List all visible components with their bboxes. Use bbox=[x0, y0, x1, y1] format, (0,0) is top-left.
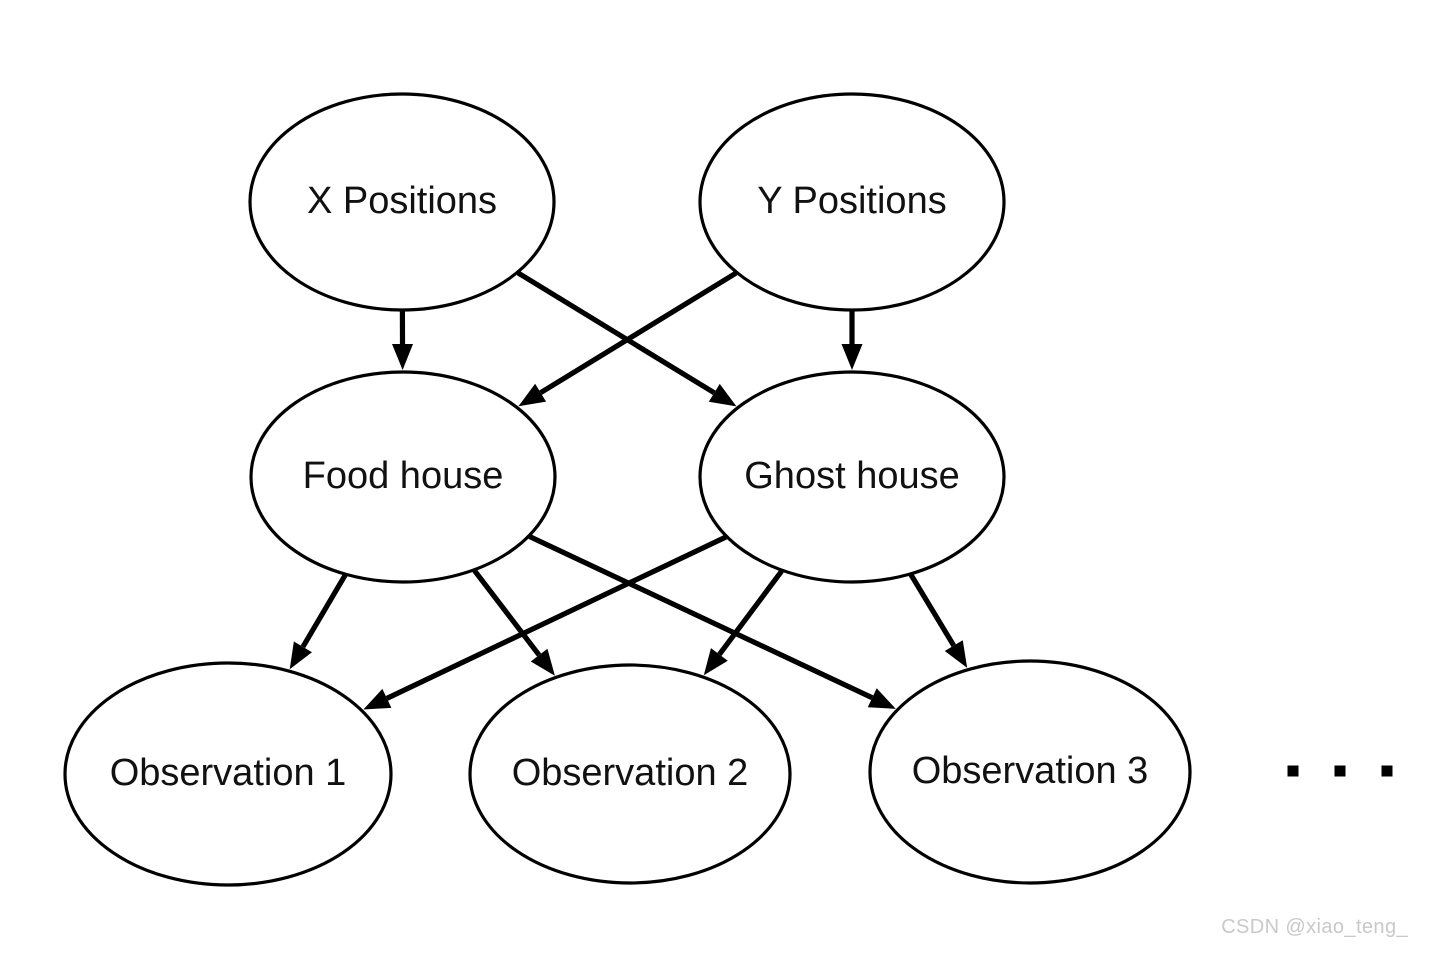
node-y_positions[interactable]: Y Positions bbox=[698, 92, 1006, 312]
edge-ghost_house-to-observation2 bbox=[703, 569, 784, 676]
edge-ghost_house-to-observation1 bbox=[363, 534, 728, 710]
edge-y_positions-to-ghost_house bbox=[841, 311, 863, 370]
edge-x_positions-to-ghost_house bbox=[516, 270, 737, 407]
edge-y_positions-to-food_house bbox=[518, 270, 738, 407]
ellipsis-dot-1 bbox=[1287, 765, 1299, 777]
ellipsis-group bbox=[1287, 765, 1393, 777]
arrow-head-icon bbox=[518, 383, 547, 407]
node-observation1[interactable]: Observation 1 bbox=[63, 661, 393, 887]
edge-line bbox=[300, 573, 348, 649]
arrow-head-icon bbox=[703, 648, 728, 676]
node-x_positions[interactable]: X Positions bbox=[248, 92, 556, 312]
arrow-head-icon bbox=[841, 344, 863, 370]
edge-line bbox=[516, 270, 716, 396]
arrow-head-icon bbox=[363, 688, 392, 710]
watermark-text: CSDN @xiao_teng_ bbox=[1221, 916, 1408, 938]
node-shape bbox=[63, 661, 393, 887]
edge-line bbox=[385, 534, 728, 701]
edge-ghost_house-to-observation3 bbox=[908, 573, 968, 668]
node-label: Y Positions bbox=[757, 180, 946, 222]
edge-x_positions-to-food_house bbox=[392, 310, 414, 370]
node-food_house[interactable]: Food house bbox=[249, 370, 557, 584]
node-label: Observation 3 bbox=[912, 750, 1149, 792]
ellipsis-dot-3 bbox=[1381, 765, 1393, 777]
node-shape bbox=[468, 663, 792, 885]
node-shape bbox=[698, 370, 1006, 584]
edge-line bbox=[539, 270, 738, 395]
node-label: X Positions bbox=[307, 180, 497, 222]
node-label: Observation 1 bbox=[110, 752, 347, 794]
node-label: Ghost house bbox=[744, 455, 959, 497]
node-ghost_house[interactable]: Ghost house bbox=[698, 370, 1006, 584]
edge-food_house-to-observation2 bbox=[472, 569, 555, 676]
node-observation3[interactable]: Observation 3 bbox=[868, 659, 1192, 885]
edge-line bbox=[472, 569, 542, 657]
arrow-head-icon bbox=[289, 641, 312, 670]
node-shape bbox=[868, 659, 1192, 885]
edge-food_house-to-observation1 bbox=[289, 573, 348, 670]
arrow-head-icon bbox=[944, 640, 968, 668]
edges-layer bbox=[289, 270, 968, 710]
edge-line bbox=[908, 573, 956, 647]
arrow-head-icon bbox=[392, 343, 414, 370]
arrow-head-icon bbox=[867, 688, 896, 709]
node-observation2[interactable]: Observation 2 bbox=[468, 663, 792, 885]
node-label: Food house bbox=[303, 455, 504, 497]
node-shape bbox=[248, 92, 556, 312]
edge-line bbox=[528, 534, 874, 701]
node-shape bbox=[249, 370, 557, 584]
arrow-head-icon bbox=[708, 383, 737, 407]
node-label: Observation 2 bbox=[512, 752, 749, 794]
arrow-head-icon bbox=[530, 648, 555, 676]
edge-line bbox=[717, 569, 784, 656]
node-shape bbox=[698, 92, 1006, 312]
edge-food_house-to-observation3 bbox=[528, 534, 896, 709]
ellipsis-dot-2 bbox=[1334, 765, 1346, 777]
